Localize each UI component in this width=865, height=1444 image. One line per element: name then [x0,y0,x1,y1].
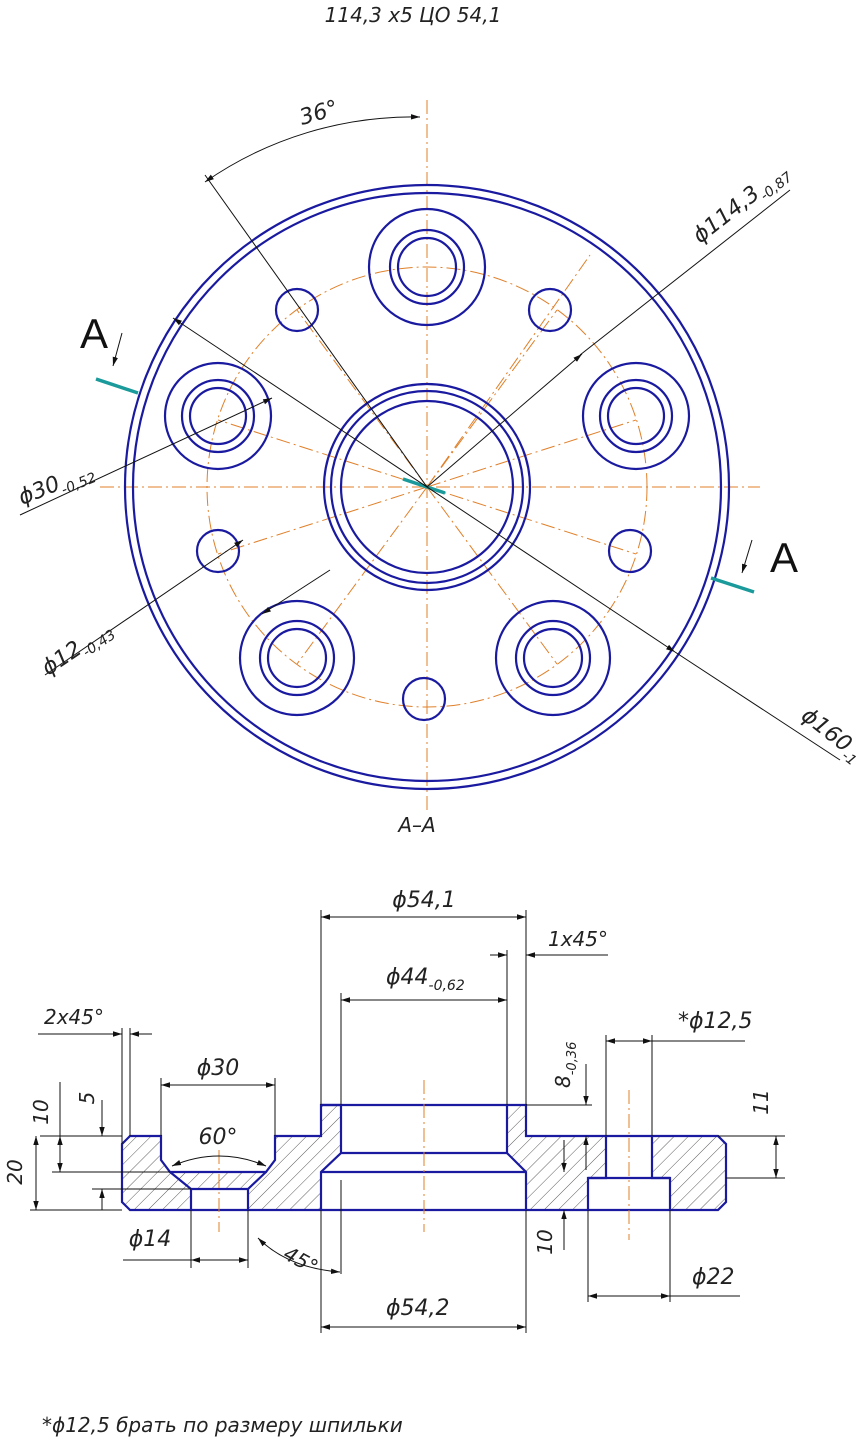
small-hole-left [195,528,241,574]
chamfer-left-label: 2x45° [44,1005,104,1029]
d-inner-label: ϕ44-0,62 [386,965,465,994]
section-hatch-left [122,1105,341,1210]
d14-label: ϕ14 [129,1227,172,1252]
h8-label: 8-0,36 [551,1042,580,1088]
small-hole-right [607,528,653,574]
footnote: *ϕ12,5 брать по размеру шпильки [42,1413,403,1437]
center-bore-profile [319,1105,343,1210]
d-boss-label: ϕ30-0,52 [15,458,99,514]
section-view: ϕ54,1 1x45° ϕ44-0,62 2x45° ϕ30 60° *ϕ12,… [3,888,785,1333]
d22-label: ϕ22 [692,1265,735,1290]
boss-bottom-right [494,599,612,717]
cut-mark-right [710,576,755,594]
d-stud-label: *ϕ12,5 [678,1009,753,1034]
angle45-label: 45° [280,1241,323,1279]
small-hole-bottom [401,676,447,722]
section-hatch-far-right [652,1136,726,1210]
h20-label: 20 [3,1159,27,1184]
chamfer-top-label: 1x45° [548,927,608,951]
section-title: А–А [396,813,435,837]
boss-left [163,361,273,471]
small-hole-top-right [527,287,573,333]
d-hole-label: ϕ12-0,43 [37,616,119,684]
angle-cone-label: 60° [199,1125,238,1150]
h10b-label: 10 [533,1229,557,1254]
d-outer-label: ϕ160-1 [794,703,865,769]
d-bottom-label: ϕ54,2 [386,1296,450,1321]
cut-mark-left [95,377,139,395]
h5-label: 5 [75,1092,99,1105]
outer-rim [123,183,731,791]
counterbore-cone [169,1171,267,1191]
cut-label-left: А [80,310,108,357]
h11-label: 11 [749,1089,773,1114]
d-top-label: ϕ54,1 [392,888,456,913]
drawing-title: 114,3 х5 ЦО 54,1 [325,3,502,27]
boss-right [581,361,691,471]
cut-label-right: А [770,534,798,581]
boss-bottom-left [238,599,356,717]
d-cbore-label: ϕ30 [197,1056,240,1081]
h10-label: 10 [29,1099,53,1124]
outer-rim-chamfer [131,191,723,783]
d-pcd-label: ϕ114,3-0,87 [688,159,796,252]
section-hatch-right [507,1105,606,1210]
plan-view: А А 36° ϕ114,3-0,87 ϕ160-1 ϕ30-0,52 ϕ12-… [15,96,865,837]
